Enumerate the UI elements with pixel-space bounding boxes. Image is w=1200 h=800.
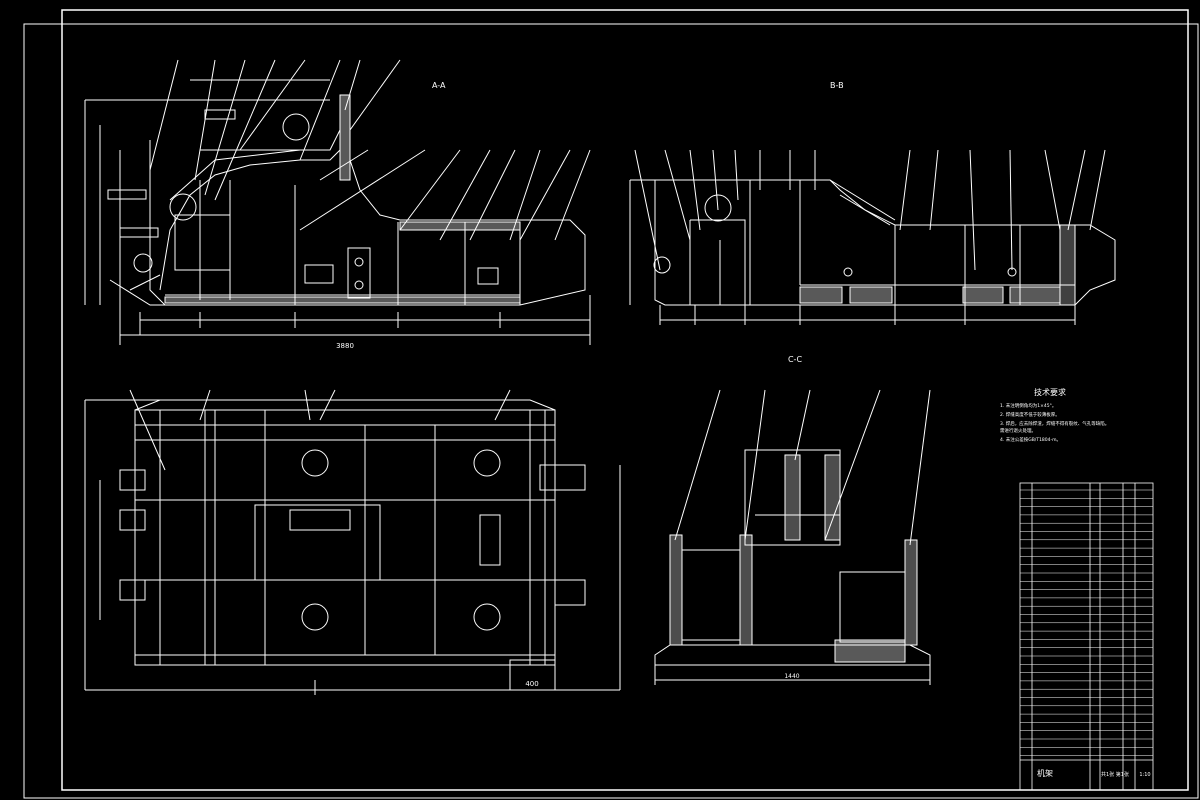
front-view-label: A-A [432, 81, 446, 90]
notes-title: 技术要求 [1034, 387, 1066, 397]
note-line-5: 4. 未注公差按GB/T1804-m。 [1000, 436, 1061, 443]
section-view-label: C-C [788, 355, 802, 364]
title-block-scale: 1:10 [1139, 772, 1150, 778]
parts-list [1019, 482, 1154, 791]
plan-offset-dimension: 400 [525, 680, 538, 688]
side-view [629, 149, 1116, 325]
note-line-4: 需进行退火处理。 [1000, 427, 1036, 434]
inner-frame [61, 9, 1189, 791]
section-width-dimension: 1440 [784, 673, 799, 680]
title-block-sheet: 共1张 第1张 [1101, 771, 1129, 778]
plan-view [84, 389, 621, 695]
parts-list-rows [1020, 489, 1153, 756]
front-view [84, 59, 591, 345]
technical-notes: 技术要求 1. 未注明倒角均为1×45°。 2. 焊缝高度不低于较薄板厚。 3.… [1000, 387, 1109, 443]
title-block-name: 机架 [1037, 768, 1053, 778]
overall-length-dimension: 3880 [336, 342, 354, 350]
section-view [654, 389, 931, 685]
outer-frame [23, 23, 1199, 799]
note-line-3: 3. 焊后，应去除焊渣，焊缝不得有裂纹、气孔等缺陷。 [1000, 420, 1109, 427]
note-line-1: 1. 未注明倒角均为1×45°。 [1000, 402, 1056, 409]
side-view-label: B-B [830, 81, 844, 90]
note-line-2: 2. 焊缝高度不低于较薄板厚。 [1000, 411, 1060, 418]
